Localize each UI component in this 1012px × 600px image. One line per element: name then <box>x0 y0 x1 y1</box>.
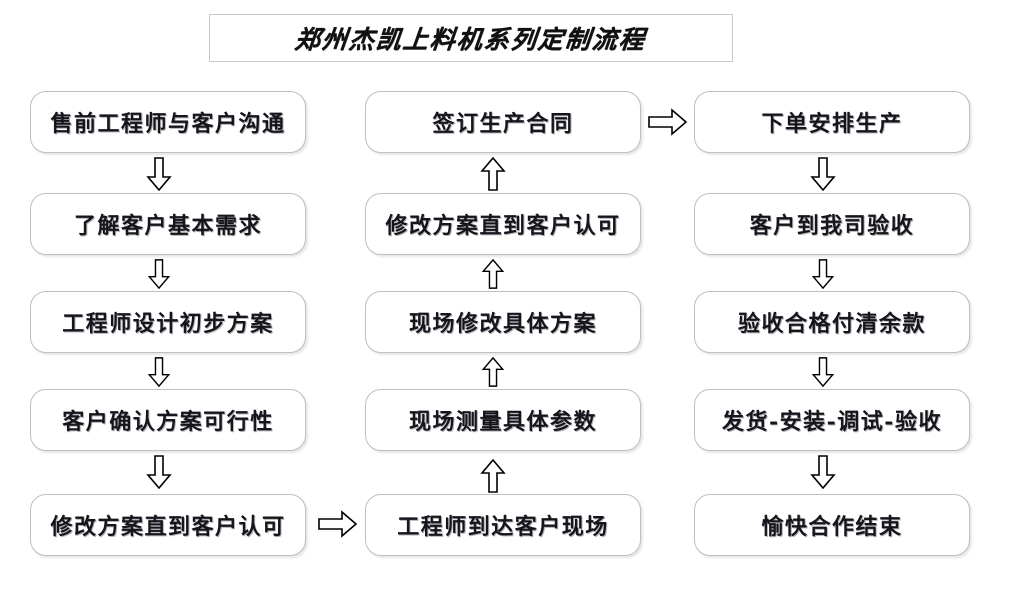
node-engineer-preliminary-design[interactable]: 工程师设计初步方案 <box>30 291 306 353</box>
arrow-up-icon-m3-m2 <box>480 259 506 289</box>
arrow-right-icon-m1-r1 <box>648 107 688 137</box>
node-label: 现场测量具体参数 <box>408 409 597 435</box>
node-label: 了解客户基本需求 <box>73 213 262 239</box>
arrow-up-icon-m5-m4 <box>480 459 506 493</box>
node-pay-balance-after-acceptance[interactable]: 验收合格付清余款 <box>694 291 970 353</box>
node-happy-cooperation-end[interactable]: 愉快合作结束 <box>694 494 970 556</box>
node-label: 客户到我司验收 <box>749 213 915 239</box>
node-onsite-revise-plan[interactable]: 现场修改具体方案 <box>365 291 641 353</box>
node-label: 愉快合作结束 <box>761 514 903 540</box>
arrow-down-icon-l1-l2 <box>146 157 172 191</box>
node-label: 发货-安装-调试-验收 <box>722 409 942 435</box>
arrow-down-icon-r3-r4 <box>810 357 836 387</box>
node-sign-production-contract[interactable]: 签订生产合同 <box>365 91 641 153</box>
node-label: 签订生产合同 <box>432 111 574 137</box>
node-label: 工程师设计初步方案 <box>62 311 274 337</box>
node-sales-engineer-communication[interactable]: 售前工程师与客户沟通 <box>30 91 306 153</box>
arrow-down-icon-l3-l4 <box>146 357 172 387</box>
node-ship-install-debug-accept[interactable]: 发货-安装-调试-验收 <box>694 389 970 451</box>
node-revise-until-approved-left[interactable]: 修改方案直到客户认可 <box>30 494 306 556</box>
arrow-down-icon-r2-r3 <box>810 259 836 289</box>
arrow-down-icon-l4-l5 <box>146 455 172 489</box>
node-label: 售前工程师与客户沟通 <box>50 111 286 137</box>
chart-title-box: 郑州杰凯上料机系列定制流程 <box>209 14 733 62</box>
page-title: 郑州杰凯上料机系列定制流程 <box>293 25 648 54</box>
node-understand-basic-needs[interactable]: 了解客户基本需求 <box>30 193 306 255</box>
arrow-right-icon-l5-m5 <box>318 509 358 539</box>
arrow-down-icon-r4-r5 <box>810 455 836 489</box>
node-label: 现场修改具体方案 <box>408 311 597 337</box>
arrow-up-icon-m4-m3 <box>480 357 506 387</box>
node-label: 客户确认方案可行性 <box>62 409 274 435</box>
node-revise-until-approved-mid[interactable]: 修改方案直到客户认可 <box>365 193 641 255</box>
arrow-down-icon-r1-r2 <box>810 157 836 191</box>
node-onsite-measure-parameters[interactable]: 现场测量具体参数 <box>365 389 641 451</box>
node-label: 验收合格付清余款 <box>737 311 926 337</box>
arrow-down-icon-l2-l3 <box>146 259 172 289</box>
node-label: 修改方案直到客户认可 <box>50 514 286 540</box>
node-label: 修改方案直到客户认可 <box>385 213 621 239</box>
arrow-up-icon-m2-m1 <box>480 157 506 191</box>
node-customer-confirm-feasibility[interactable]: 客户确认方案可行性 <box>30 389 306 451</box>
node-place-order-arrange-production[interactable]: 下单安排生产 <box>694 91 970 153</box>
node-label: 下单安排生产 <box>761 111 903 137</box>
node-label: 工程师到达客户现场 <box>397 514 609 540</box>
node-customer-acceptance-at-factory[interactable]: 客户到我司验收 <box>694 193 970 255</box>
node-engineer-arrives-onsite[interactable]: 工程师到达客户现场 <box>365 494 641 556</box>
